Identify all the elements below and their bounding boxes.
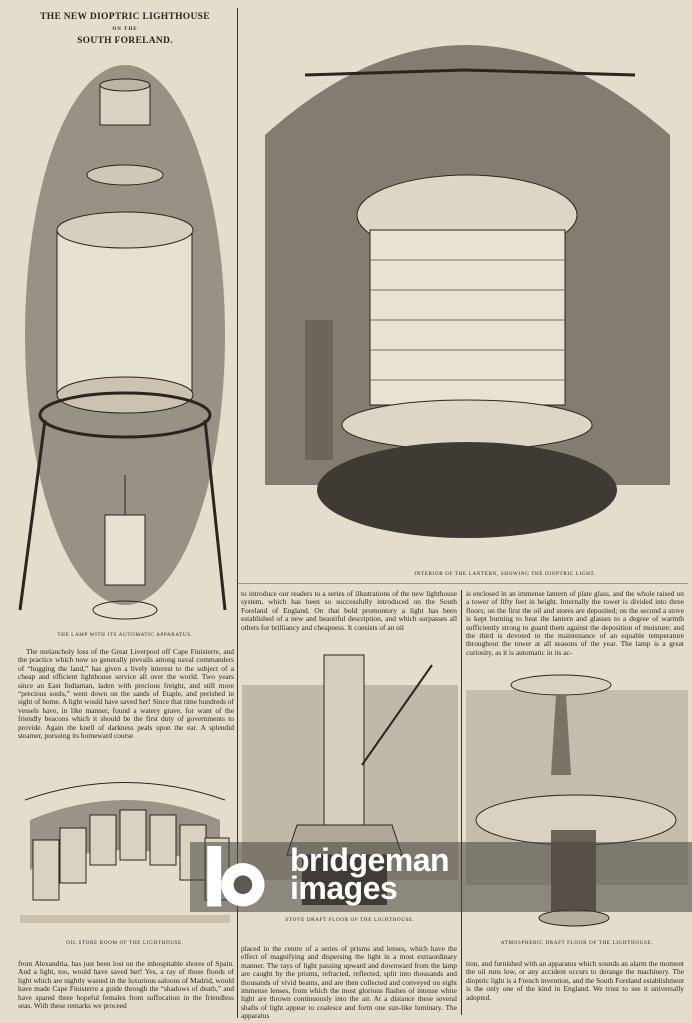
article-text-middle-1: to introduce our readers to a series of … [241,589,457,632]
watermark-band [190,842,692,912]
caption-oil-store: Oil store room of the lighthouse. [66,940,184,946]
watermark-line2: images [290,870,398,906]
lantern-interior-illustration [265,45,670,538]
caption-lamp: The lamp with its automatic apparatus. [57,632,193,638]
article-title-connector: ON THE [112,27,138,32]
article-subtitle: SOUTH FORELAND. [77,36,173,46]
watermark-text: bridgeman images [290,842,450,906]
article-title: THE NEW DIOPTRIC LIGHTHOUSE [40,12,210,22]
article-text-middle-2: placed in the centre of a series of pris… [241,944,457,1021]
watermark-line1: bridgeman [290,842,450,878]
article-text-right-2: tion, and furnished with an apparatus wh… [466,959,684,1002]
caption-atmospheric-floor: Atmospheric draft floor of the lighthous… [500,940,654,946]
lamp-illustration [18,65,227,620]
caption-interior: Interior of the lantern, showing the dio… [414,571,596,577]
column-divider-right [461,590,462,1015]
watermark-logo-icon [207,846,265,907]
caption-stove-floor: Stove draft floor of the lighthouse. [285,917,415,923]
article-text-right-1: is enclosed in an immense lantern of pla… [466,589,684,657]
article-text-left-1: The melancholy loss of the Great Liverpo… [18,647,234,741]
article-text-left-2: from Alexandria, has just been lost on t… [18,959,234,1011]
column-divider-left [237,8,238,1018]
image-frame-line [238,583,688,584]
